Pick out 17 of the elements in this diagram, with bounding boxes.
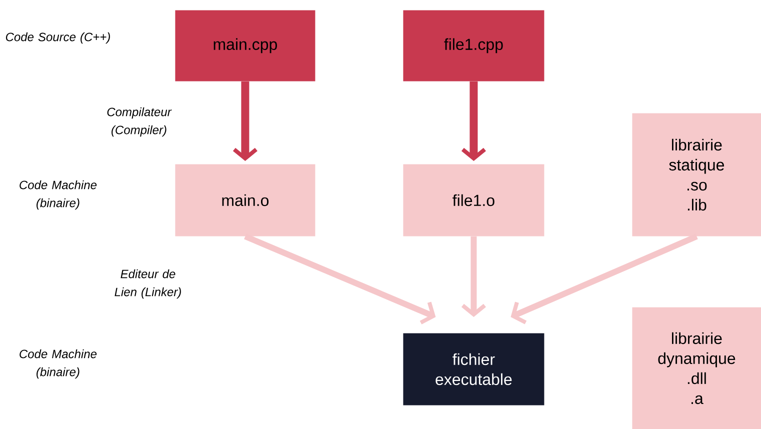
arrow	[232, 81, 258, 161]
side-label: Compilateur (Compiler)	[107, 107, 172, 137]
arrow	[461, 236, 486, 317]
object-box: file1.o	[403, 164, 544, 236]
arrow	[461, 81, 486, 161]
executable-box: fichier executable	[403, 333, 544, 406]
arrow	[244, 234, 436, 324]
library-box: librairie dynamique .dll .a	[632, 307, 761, 429]
source-box: main.cpp	[175, 10, 316, 82]
side-label: Code Source (C++)	[6, 32, 110, 44]
side-label: Code Machine (binaire)	[20, 349, 97, 379]
library-box: librairie statique .so .lib	[632, 113, 761, 236]
source-box: file1.cpp	[403, 10, 544, 82]
arrow	[510, 234, 698, 324]
side-label: Code Machine (binaire)	[20, 180, 97, 210]
side-label: Editeur de Lien (Linker)	[114, 269, 181, 299]
object-box: main.o	[175, 164, 316, 236]
